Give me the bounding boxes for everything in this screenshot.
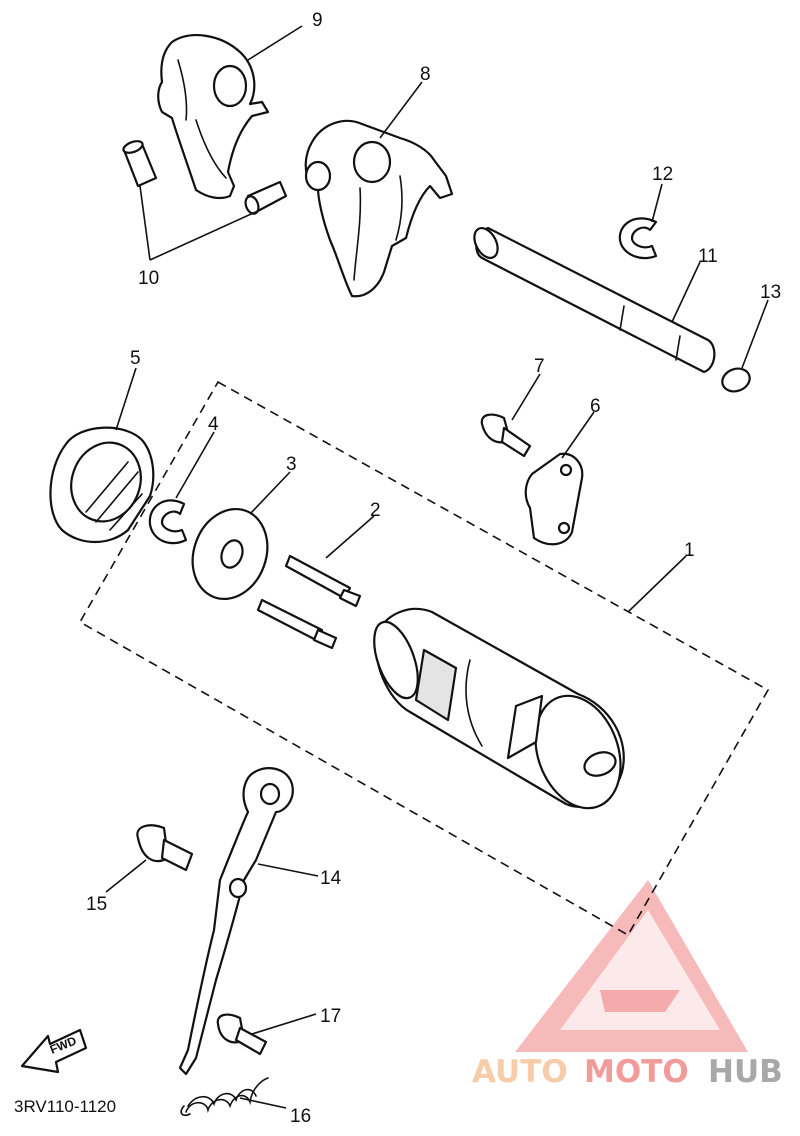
callout-12: 12 [652, 164, 673, 185]
callout-5: 5 [130, 348, 141, 369]
pins-2 [256, 554, 362, 650]
o-ring-13 [721, 367, 751, 393]
callout-7: 7 [534, 356, 545, 377]
bolt-15 [136, 824, 194, 872]
callout-13: 13 [760, 282, 781, 303]
circlip-4 [148, 499, 188, 545]
brand-hub: HUB [708, 1054, 783, 1090]
callout-8: 8 [420, 64, 431, 85]
brand-moto: MOTO [584, 1054, 689, 1090]
diagram-code: 3RV110-1120 [14, 1097, 116, 1116]
bearing-5 [49, 426, 155, 543]
shift-shaft-11 [473, 226, 716, 374]
dowel-pins-10 [122, 140, 288, 215]
shift-drum-1 [373, 607, 625, 810]
fwd-arrow-icon: FWD [20, 1028, 88, 1074]
callout-6: 6 [590, 396, 601, 417]
callout-1: 1 [684, 540, 695, 561]
assembly-outline [78, 380, 770, 937]
callout-15: 15 [86, 894, 107, 915]
leader-lines [105, 25, 769, 1109]
washer-3 [191, 507, 269, 601]
callout-10: 10 [138, 268, 159, 289]
bolt-17 [216, 1013, 268, 1056]
callout-17: 17 [320, 1006, 341, 1027]
callout-3: 3 [286, 454, 297, 475]
automotohub-logo: AUTO MOTO HUB [472, 880, 783, 1090]
callout-4: 4 [208, 414, 219, 435]
plate-6 [524, 452, 584, 546]
brand-auto: AUTO [472, 1054, 568, 1090]
shift-fork-9 [157, 34, 270, 200]
callout-16: 16 [290, 1106, 311, 1127]
shift-fork-8 [304, 119, 454, 298]
lever-14 [178, 767, 294, 1076]
circlip-12 [618, 217, 658, 260]
bolt-7 [480, 413, 532, 458]
callout-2: 2 [370, 500, 381, 521]
callout-9: 9 [312, 10, 323, 31]
callout-11: 11 [698, 246, 718, 267]
callout-14: 14 [320, 868, 342, 889]
callout-labels: 9 8 10 12 11 13 5 4 3 2 1 7 6 14 15 17 1… [86, 10, 781, 1127]
spring-16 [180, 1077, 269, 1117]
